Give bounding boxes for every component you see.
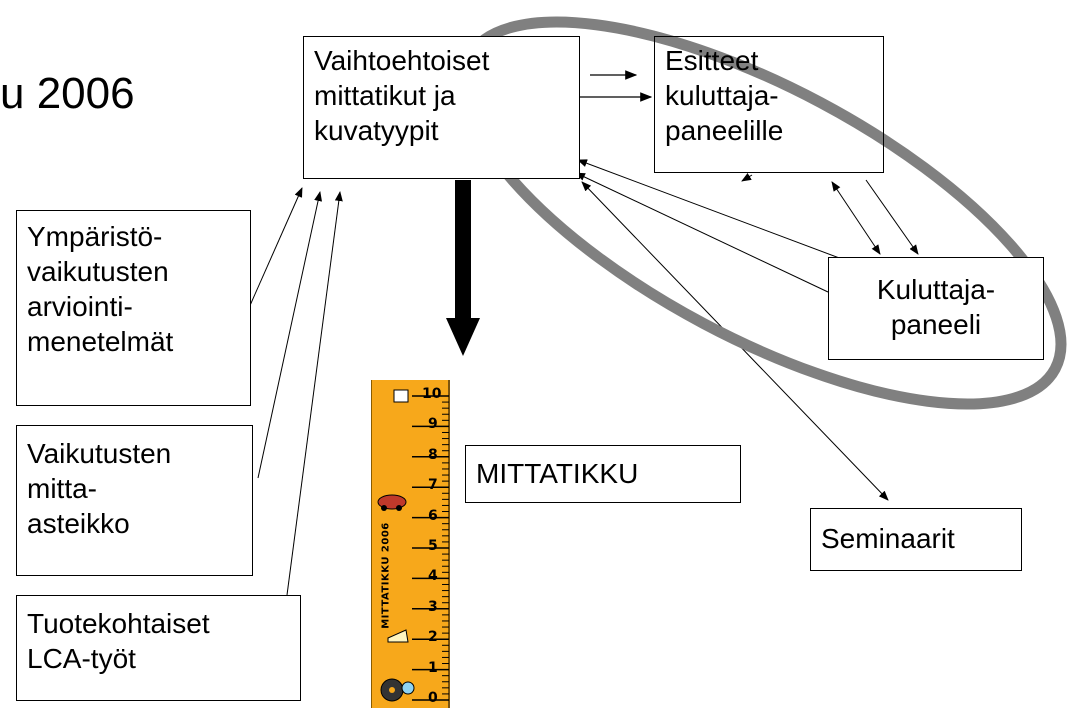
box-environmental-methods: Ympäristö- vaikutusten arviointi- menete… xyxy=(16,210,251,406)
arrow-brochures-panel-1 xyxy=(831,181,881,255)
ruler-ticks-svg xyxy=(377,380,450,708)
car-icon xyxy=(377,494,407,511)
box-brochures: Esitteet kuluttaja- paneelille xyxy=(654,36,884,173)
arrow-impact-scale xyxy=(257,191,323,479)
arrow-brochures-panel-2 xyxy=(865,179,919,255)
ruler-tick-label: 7 xyxy=(428,477,438,494)
calendar-icon xyxy=(393,389,409,403)
box-mittatikku: MITTATIKKU xyxy=(465,445,741,503)
arrow-product-lca xyxy=(286,191,343,596)
ruler-tick-label: 0 xyxy=(428,690,438,706)
box-product-lca: Tuotekohtaiset LCA-työt xyxy=(16,595,301,701)
disc-icon xyxy=(380,678,415,702)
ruler-tick-label: 3 xyxy=(428,598,438,615)
cheese-icon xyxy=(387,629,409,643)
box-impact-scale: Vaikutusten mitta- asteikko xyxy=(16,425,253,576)
title-fragment: u 2006 xyxy=(0,69,135,118)
ruler-tick-label: 9 xyxy=(428,416,438,433)
arrow-env-methods xyxy=(247,187,303,311)
ruler-tick-label: 10 xyxy=(422,386,442,402)
ruler-tick-label: 2 xyxy=(428,629,438,646)
ruler-tick-label: 5 xyxy=(428,538,438,554)
big-arrow-shaft xyxy=(455,180,471,320)
arrow-panel-to-alt-1 xyxy=(577,159,851,263)
ruler-tick-label: 6 xyxy=(428,507,438,524)
big-arrow-head xyxy=(446,318,480,356)
arrow-brochures-left xyxy=(741,172,753,182)
box-alternatives: Vaihtoehtoiset mittatikut ja kuvatyypit xyxy=(303,36,580,179)
ruler-tick-label: 1 xyxy=(428,659,438,676)
ruler-tick-label: 4 xyxy=(428,568,438,585)
box-seminars: Seminaarit xyxy=(810,508,1022,571)
box-consumer-panel: Kuluttaja- paneeli xyxy=(828,257,1044,360)
ruler-tick-label: 8 xyxy=(428,446,438,463)
